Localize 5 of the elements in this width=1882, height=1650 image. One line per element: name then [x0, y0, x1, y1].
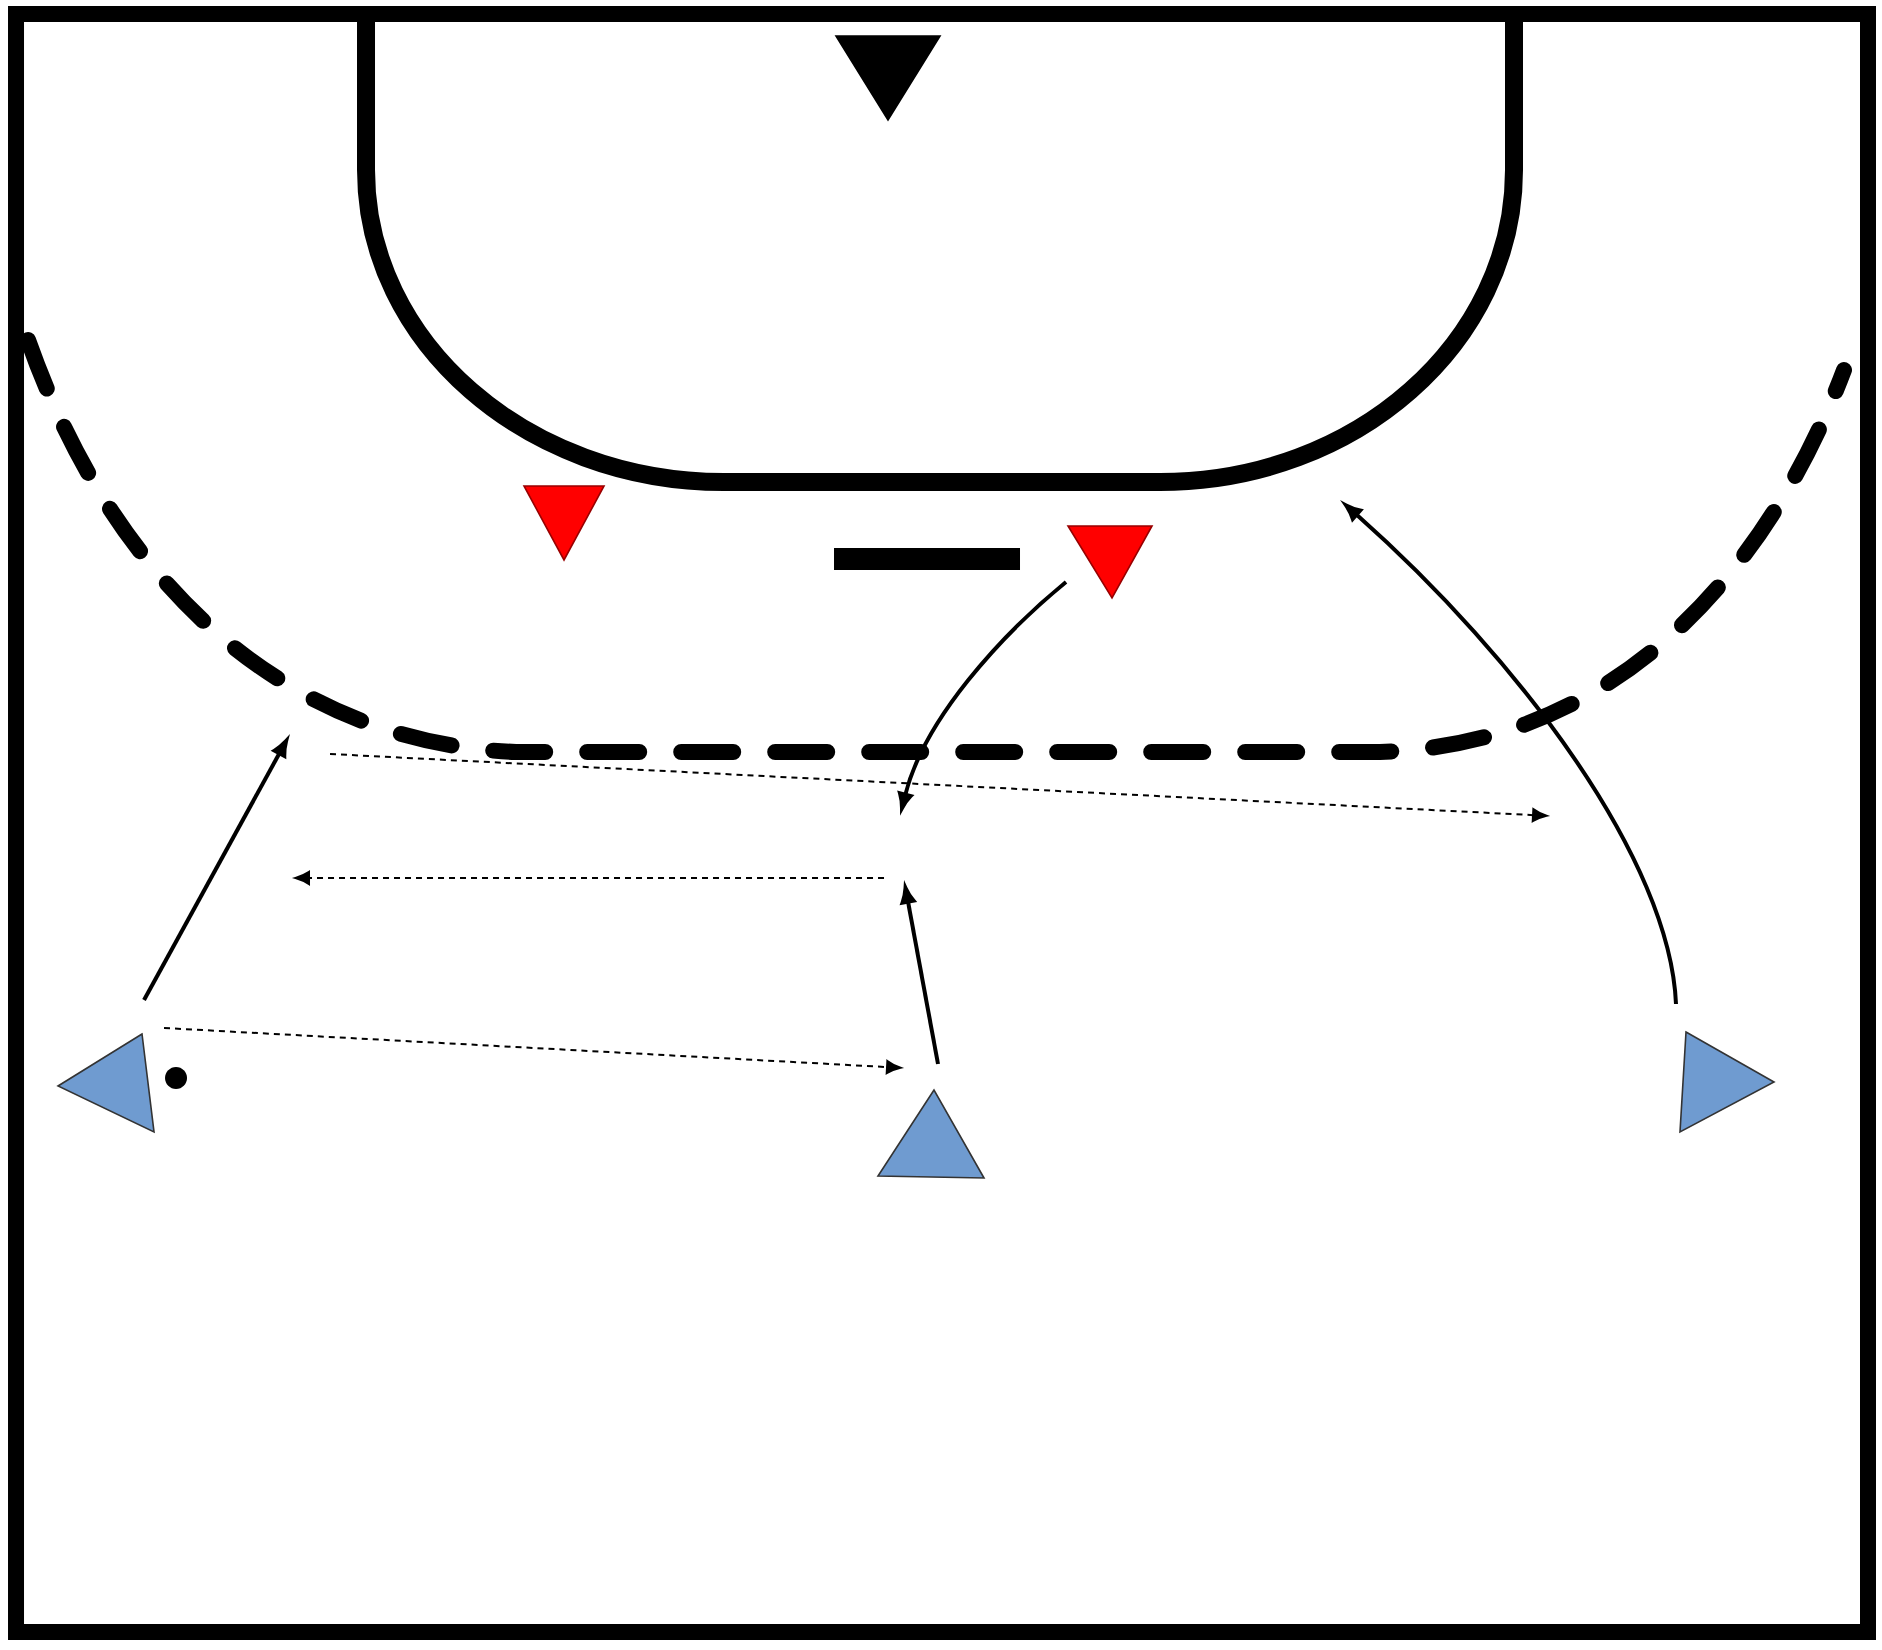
run-arrow — [1344, 503, 1678, 1005]
pass-arrow — [163, 1027, 902, 1075]
run-arrow — [900, 886, 940, 1065]
run-arrow — [142, 739, 289, 1001]
run-arrow — [898, 580, 1068, 810]
